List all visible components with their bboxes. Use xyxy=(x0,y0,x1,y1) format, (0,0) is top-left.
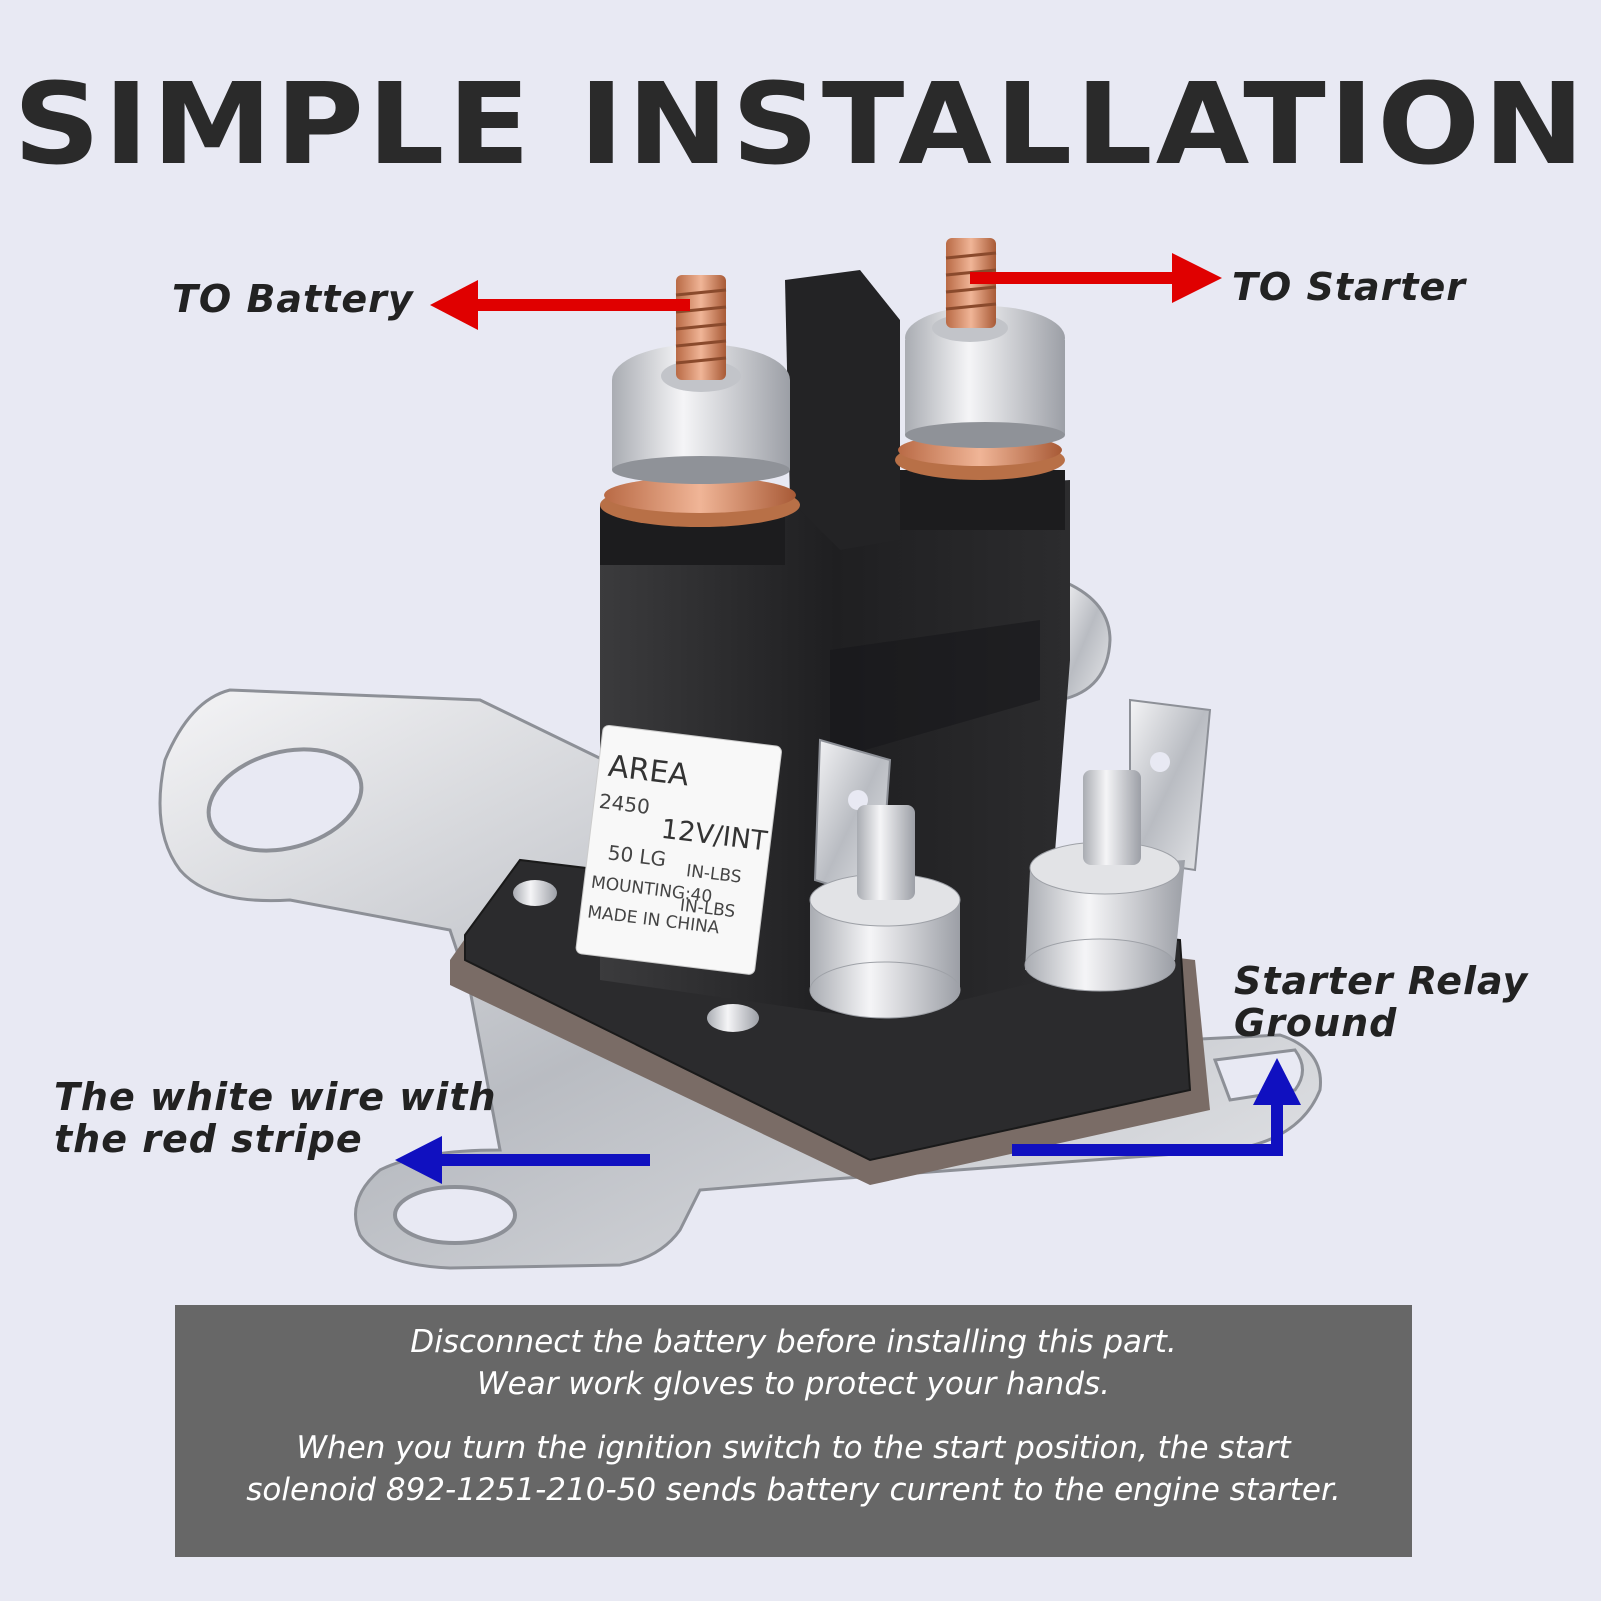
relay-ground-label: Starter Relay Ground xyxy=(1234,960,1528,1044)
battery-label: TO Battery xyxy=(172,277,414,321)
ground-arrow xyxy=(1012,1058,1301,1156)
starter-label: TO Starter xyxy=(1232,265,1467,309)
starter-terminal xyxy=(895,238,1065,530)
note-line3: When you turn the ignition switch to the… xyxy=(296,1430,1291,1466)
note-line4: solenoid 892-1251-210-50 sends battery c… xyxy=(246,1472,1341,1508)
page-title: SIMPLE INSTALLATION xyxy=(13,60,1588,190)
note-line2: Wear work gloves to protect your hands. xyxy=(476,1366,1111,1402)
wire-arrow xyxy=(395,1136,650,1184)
starter-arrow xyxy=(970,253,1222,303)
relay-ground-line1: Starter Relay xyxy=(1234,959,1529,1003)
note-line1: Disconnect the battery before installing… xyxy=(410,1324,1177,1360)
wire-label-line2: the red stripe xyxy=(54,1117,363,1161)
relay-ground-line2: Ground xyxy=(1234,1001,1398,1045)
relay-terminal-left xyxy=(809,738,961,1019)
battery-arrow xyxy=(430,280,690,330)
wire-label: The white wire with the red stripe xyxy=(54,1076,497,1160)
wire-label-line1: The white wire with xyxy=(54,1075,497,1119)
battery-terminal xyxy=(600,275,800,565)
relay-terminal-right xyxy=(1024,698,1212,992)
product-label: AREA 2450 12V/INT 50 LG IN-LBS MOUNTING:… xyxy=(575,725,782,975)
instructions-box: Disconnect the battery before installing… xyxy=(175,1305,1412,1557)
